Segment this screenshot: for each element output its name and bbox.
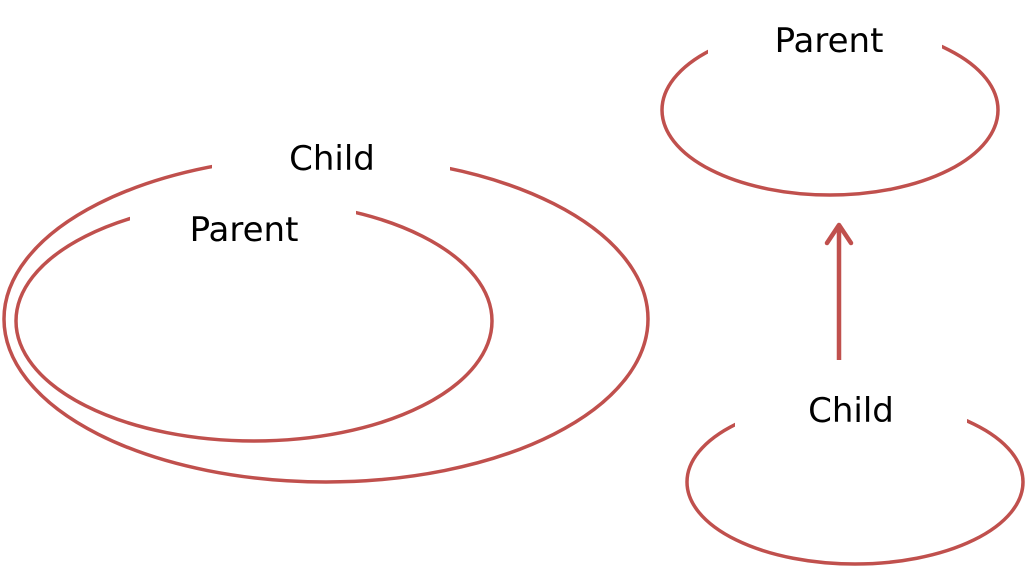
child-bottom-label-gap xyxy=(735,382,967,440)
containment-view: Child Parent xyxy=(2,138,650,484)
inheritance-arrow xyxy=(824,222,854,360)
parent-inner-label: Parent xyxy=(190,210,299,250)
child-outer-label-gap xyxy=(212,138,450,178)
parent-inner-label-gap xyxy=(130,198,356,242)
parent-top-label: Parent xyxy=(775,21,884,61)
parent-top-label-gap xyxy=(708,14,942,70)
arrow-head-icon xyxy=(824,222,854,246)
inheritance-view: Parent Child xyxy=(660,14,1025,566)
child-bottom-label: Child xyxy=(808,391,894,431)
child-outer-label: Child xyxy=(289,139,375,179)
